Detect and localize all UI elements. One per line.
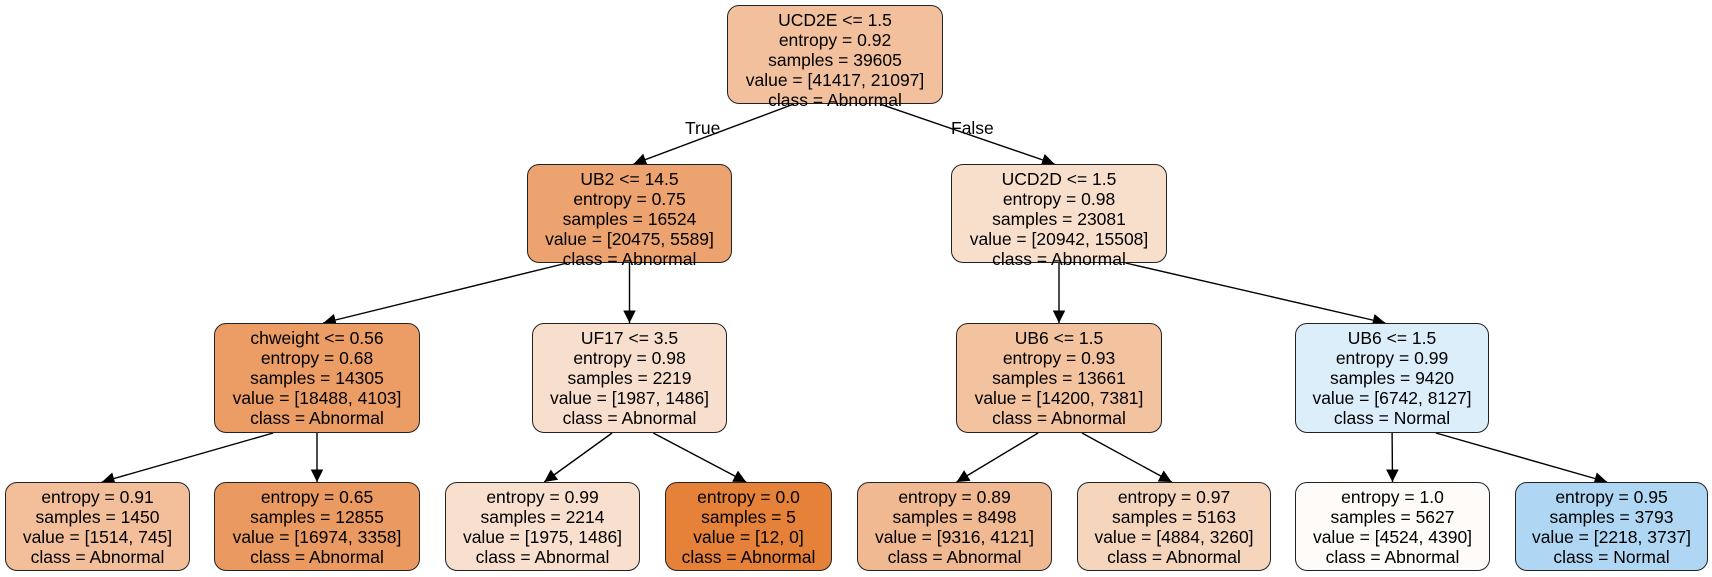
node-text-line: entropy = 0.99: [1335, 348, 1449, 368]
node-text-line: class = Abnormal: [30, 547, 165, 567]
node-text-line: samples = 1450: [35, 507, 160, 527]
node-text-line: UB6 <= 1.5: [1014, 328, 1104, 348]
node-text-line: value = [9316, 4121]: [874, 527, 1035, 547]
node-text-line: class = Abnormal: [1107, 547, 1241, 567]
node-text-line: samples = 14305: [250, 368, 384, 388]
node-text-line: value = [1514, 745]: [22, 527, 173, 547]
node-text-line: UB6 <= 1.5: [1347, 328, 1437, 348]
node-text-line: entropy = 0.99: [486, 487, 599, 507]
node-text-line: value = [18488, 4103]: [232, 388, 402, 408]
node-text-line: class = Abnormal: [475, 547, 610, 567]
node-text-line: entropy = 0.98: [1002, 189, 1116, 209]
node-text-line: chweight <= 0.56: [250, 328, 384, 348]
node-text-line: samples = 16524: [562, 209, 697, 229]
tree-edge-n5-n12: [1081, 432, 1173, 483]
node-text-line: UCD2E <= 1.5: [778, 10, 892, 30]
node-text-line: entropy = 0.89: [898, 487, 1011, 507]
tree-edge-n0-n2: [879, 103, 1055, 166]
node-text-line: samples = 8498: [892, 507, 1017, 527]
node-text-line: class = Normal: [1333, 408, 1451, 428]
node-text-line: class = Abnormal: [992, 249, 1126, 269]
node-text-line: samples = 5163: [1111, 507, 1237, 527]
node-text-line: UCD2D <= 1.5: [1001, 169, 1117, 189]
tree-edge-n0-n1: [633, 103, 795, 166]
tree-edge-n6-n14: [1435, 432, 1608, 485]
node-text-line: value = [1987, 1486]: [549, 388, 710, 408]
tree-edge-n4-n10: [652, 432, 747, 483]
node-text-line: samples = 23081: [992, 209, 1126, 229]
node-text-line: UB2 <= 14.5: [580, 169, 679, 189]
node-text-line: samples = 5: [701, 507, 796, 527]
node-text-line: value = [20942, 15508]: [969, 229, 1149, 249]
node-text-line: value = [41417, 21097]: [745, 70, 925, 90]
node-text-line: entropy = 0.95: [1555, 487, 1668, 507]
node-text-line: class = Abnormal: [992, 408, 1126, 428]
node-text-line: samples = 3793: [1549, 507, 1674, 527]
node-text-line: class = Normal: [1553, 547, 1670, 567]
node-text-line: value = [14200, 7381]: [974, 388, 1144, 408]
tree-edge-n1-n3: [323, 262, 568, 327]
node-text-line: value = [6742, 8127]: [1312, 388, 1472, 408]
node-text-line: entropy = 0.97: [1117, 487, 1231, 507]
node-text-line: samples = 5627: [1330, 507, 1455, 527]
node-text-line: class = Abnormal: [768, 90, 902, 110]
node-text-line: entropy = 0.93: [1002, 348, 1116, 368]
node-text-line: class = Abnormal: [562, 408, 697, 428]
node-text-line: value = [16974, 3358]: [232, 527, 402, 547]
node-text-line: entropy = 0.68: [260, 348, 374, 368]
node-text-line: value = [2218, 3737]: [1531, 527, 1692, 547]
tree-edge-n4-n9: [543, 432, 613, 483]
node-text-line: samples = 39605: [768, 50, 902, 70]
node-text-line: entropy = 0.65: [260, 487, 374, 507]
node-text-line: entropy = 0.98: [573, 348, 686, 368]
tree-edge-n2-n6: [1125, 262, 1386, 327]
node-text-line: entropy = 0.92: [778, 30, 892, 50]
node-text-line: class = Abnormal: [562, 249, 697, 269]
node-text-line: value = [1975, 1486]: [462, 527, 623, 547]
tree-edge-n5-n11: [956, 432, 1039, 483]
node-text-line: value = [20475, 5589]: [545, 229, 714, 249]
node-text-line: class = Abnormal: [681, 547, 816, 567]
node-text-line: samples = 12855: [250, 507, 384, 527]
node-text-line: value = [4524, 4390]: [1312, 527, 1473, 547]
node-text-line: entropy = 0.75: [573, 189, 686, 209]
node-text-line: samples = 2214: [480, 507, 605, 527]
node-text-line: entropy = 0.91: [41, 487, 154, 507]
node-text-line: entropy = 1.0: [1341, 487, 1444, 507]
node-text-line: class = Abnormal: [250, 408, 384, 428]
node-text-line: class = Abnormal: [887, 547, 1022, 567]
tree-edge-n3-n7: [101, 432, 274, 485]
node-text-line: entropy = 0.0: [697, 487, 800, 507]
node-text-line: class = Abnormal: [1325, 547, 1460, 567]
node-text-line: class = Abnormal: [250, 547, 384, 567]
edge-label-false: False: [951, 118, 994, 138]
node-text-line: samples = 9420: [1329, 368, 1455, 388]
node-text-line: samples = 13661: [992, 368, 1126, 388]
node-text-line: samples = 2219: [567, 368, 692, 388]
node-text-line: UF17 <= 3.5: [580, 328, 679, 348]
node-text-line: value = [4884, 3260]: [1094, 527, 1254, 547]
edge-label-true: True: [685, 118, 721, 138]
node-text-line: value = [12, 0]: [693, 527, 804, 547]
